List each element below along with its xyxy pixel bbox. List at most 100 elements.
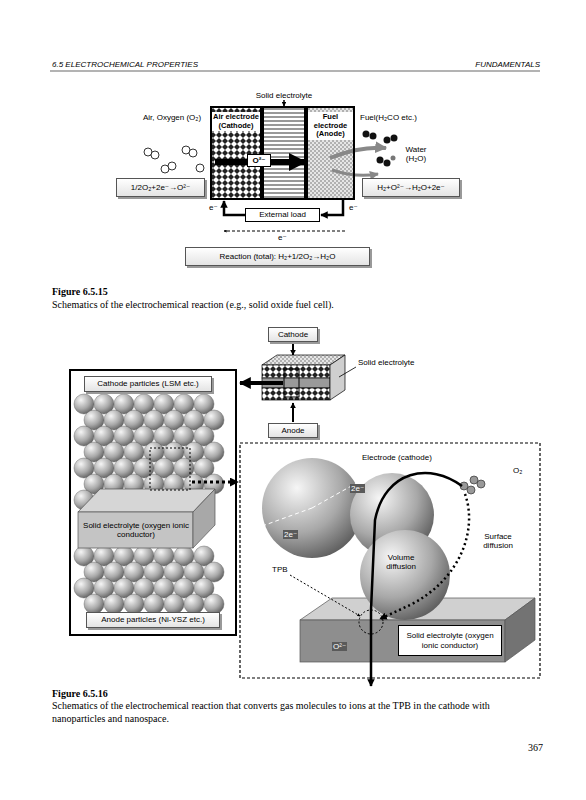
node-text: H₂+O²⁻→H₂O+2e⁻ — [377, 183, 445, 192]
cell-stack — [262, 388, 330, 400]
reaction-box: H₂+O²⁻→H₂O+2e⁻ — [362, 178, 460, 197]
node-text: Solid electrolyte (oxygen ionic conducto… — [82, 521, 190, 539]
left-panel — [78, 489, 215, 512]
node-text: Fuel electrode (Anode) — [308, 112, 353, 140]
node-text: Cathode particles (LSM etc.) — [97, 379, 198, 388]
anode-band: Fuel electrode (Anode) — [306, 106, 355, 200]
node-text: Air electrode (Cathode) — [212, 112, 260, 131]
particle — [204, 594, 224, 614]
node-text: Anode — [281, 426, 304, 435]
gas-label: O₂ — [513, 466, 522, 475]
wire-connector — [224, 201, 245, 215]
part-label: Electrode (cathode) — [362, 453, 432, 462]
zoom-arrow — [192, 482, 238, 483]
gas-label: Air, Oxygen (O₂) — [140, 113, 204, 122]
particle — [164, 594, 184, 614]
fuel-molecules — [370, 133, 377, 140]
right-panel — [240, 443, 540, 678]
stack-arrows — [240, 381, 283, 385]
part-label: Solid electrolyte — [358, 358, 414, 367]
left-panel — [74, 394, 224, 614]
particle — [84, 594, 104, 614]
header-rule — [50, 71, 540, 72]
left-panel — [70, 370, 236, 635]
stack-arrows — [292, 343, 294, 355]
process-label: Surface diffusion — [476, 532, 520, 550]
node-text: External load — [259, 210, 306, 219]
electron-flow-arrow — [224, 231, 345, 232]
left-panel — [193, 489, 215, 548]
electrolyte-face: Solid electrolyte (oxygen ionic conducto… — [80, 513, 192, 547]
node-text: Anode particles (Ni-YSZ etc.) — [101, 615, 205, 624]
electron-label: e⁻ — [349, 203, 358, 212]
figure-number: Figure 6.5.15 — [52, 286, 108, 298]
ion-box: O²⁻ — [247, 154, 271, 167]
tpb-label: TPB — [272, 565, 288, 574]
cell-stack — [262, 365, 330, 378]
right-panel — [240, 443, 540, 678]
cell-stack — [330, 355, 345, 400]
figure-number: Figure 6.5.16 — [52, 688, 108, 700]
left-panel — [78, 512, 193, 548]
electrolyte-band: Solid electrolyte — [262, 106, 306, 200]
gas-molecules — [460, 476, 485, 494]
oxygen-molecules — [144, 146, 204, 173]
electrode-box: Anode — [268, 423, 318, 438]
process-label: Volume diffusion — [381, 553, 421, 571]
electron-label: 2e⁻ — [350, 484, 365, 493]
load-box: External load — [245, 208, 320, 222]
reaction-paths — [380, 494, 469, 619]
node-text: Solid electrolyte (oxygen ionic conducto… — [402, 631, 498, 649]
figure-caption: Schematics of the electrochemical reacti… — [52, 700, 542, 725]
gas-molecules — [467, 486, 475, 494]
particle — [184, 594, 204, 614]
particle — [104, 594, 124, 614]
running-head: FUNDAMENTALS — [475, 60, 540, 69]
wire-connector — [321, 200, 343, 215]
oxygen-molecules — [196, 164, 204, 172]
header-rule — [50, 71, 540, 72]
node-text: O²⁻ — [252, 156, 265, 165]
right-panel — [300, 620, 505, 662]
page-number: 367 — [528, 742, 543, 754]
oxygen-molecules — [168, 162, 176, 170]
particle-box: Cathode particles (LSM etc.) — [84, 376, 212, 392]
figure-caption: Schematics of the electrochemical reacti… — [52, 299, 334, 312]
electron-flow-arrow — [224, 231, 345, 232]
cell-stack — [284, 369, 299, 397]
fuel-molecules — [363, 131, 398, 167]
node-text: 1/2O₂+2e⁻→O²⁻ — [131, 183, 190, 192]
right-panel — [505, 598, 535, 662]
gas-molecules — [470, 476, 478, 484]
reaction-box: 1/2O₂+2e⁻→O²⁻ — [116, 178, 205, 197]
electron-label: 2e⁻ — [283, 530, 298, 539]
cathode-band: Air electrode (Cathode) — [210, 106, 262, 200]
fuel-molecules — [377, 157, 384, 164]
cell-stack — [262, 355, 345, 400]
cell-bands — [210, 106, 262, 200]
fuel-molecules — [384, 137, 391, 144]
fuel-molecules — [363, 131, 370, 138]
zoom-arrow — [192, 481, 238, 484]
gas-molecules — [477, 480, 485, 488]
electrode-box: Cathode — [268, 327, 318, 342]
right-panel — [262, 458, 362, 558]
stack-arrows — [292, 403, 294, 422]
left-panel — [70, 370, 236, 635]
electron-label: e⁻ — [278, 233, 287, 242]
gas-label: Fuel(H₂CO etc.) — [360, 113, 417, 122]
node-text: Solid electrolyte — [255, 91, 313, 100]
stack-arrows — [339, 367, 356, 377]
stack-arrows — [240, 343, 356, 422]
water-arrow — [330, 148, 386, 158]
oxygen-molecules — [189, 149, 197, 157]
node-text: Cathode — [278, 330, 308, 339]
left-panel — [150, 448, 190, 490]
water-arrow — [330, 148, 386, 176]
electrolyte-box: Solid electrolyte (oxygen ionic conducto… — [398, 625, 502, 656]
ion-label: O²⁻ — [332, 642, 347, 651]
gas-label: Water (H₂O) — [398, 145, 434, 163]
